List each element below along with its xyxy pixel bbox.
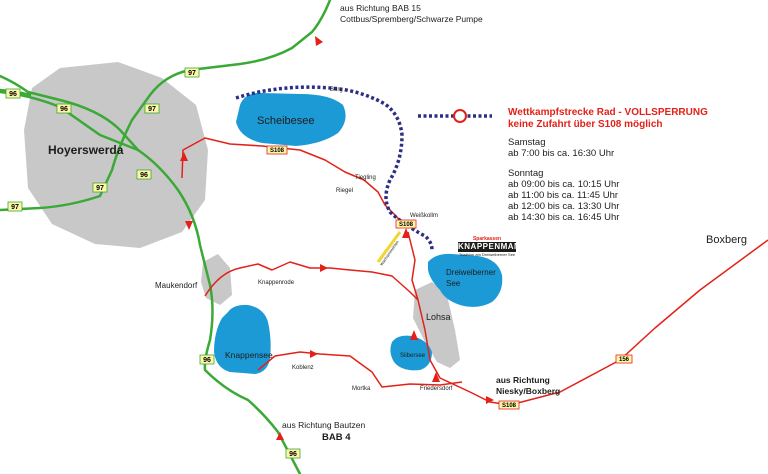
shield-b96-c: 96 <box>136 169 152 180</box>
legend-sunday-day: Sonntag <box>508 168 544 179</box>
shield-b97-b: 97 <box>144 103 160 114</box>
svg-text:96: 96 <box>60 106 68 113</box>
road-b97-north <box>0 0 332 212</box>
shield-s108-b: S108 <box>395 219 417 229</box>
svg-text:156: 156 <box>619 357 630 363</box>
svg-text:S108: S108 <box>502 403 517 409</box>
road-koblenz <box>257 351 463 388</box>
label-wachsenmuehlen: Wachsenmühlen <box>379 239 400 266</box>
road-knappenrode <box>204 261 419 301</box>
label-knappenrode: Knappenrode <box>258 280 295 286</box>
silbersee-lake <box>390 335 432 371</box>
legend-sunday-time-1: ab 09:00 bis ca. 10:15 Uhr <box>508 179 620 190</box>
shield-b96-b: 96 <box>56 103 72 114</box>
lohsa-area <box>413 282 460 368</box>
logo-main: KNAPPENMAN <box>458 242 521 252</box>
legend-closure-note: keine Zufahrt über S108 möglich <box>508 119 663 130</box>
road-b97-west <box>0 74 140 152</box>
legend-sunday-time-3: ab 12:00 bis ca. 13:30 Uhr <box>508 201 620 212</box>
svg-text:96: 96 <box>9 91 17 98</box>
shield-b96-e: 96 <box>285 448 301 459</box>
shield-b97-a: 97 <box>184 67 200 78</box>
arrow-south <box>276 432 284 440</box>
legend: Wettkampfstrecke Rad - VOLLSPERRUNG kein… <box>508 107 708 223</box>
legend-saturday-day: Samstag <box>508 137 546 148</box>
label-north-2: Cottbus/Spremberg/Schwarze Pumpe <box>340 14 483 24</box>
road-to-lohsa <box>407 231 768 406</box>
legend-sunday-time-4: ab 14:30 bis ca. 16:45 Uhr <box>508 212 620 223</box>
arrow-s108 <box>180 152 188 161</box>
logo-top: Sparkassen <box>472 236 502 242</box>
svg-text:96: 96 <box>289 451 297 458</box>
svg-text:S108: S108 <box>399 222 414 228</box>
arrow-friedersdorf <box>432 372 440 382</box>
svg-text:96: 96 <box>203 357 211 364</box>
shield-s108-c: S108 <box>498 400 520 410</box>
shield-b96-a: 96 <box>5 88 21 99</box>
shield-b96-d: 96 <box>199 354 215 365</box>
arrow-lohsa <box>410 330 418 340</box>
legend-sunday-time-2: ab 11:00 bis ca. 11:45 Uhr <box>508 190 619 201</box>
label-boxberg: Boxberg <box>706 234 747 246</box>
logo-sub: Triathlon am Dreiweiberner See <box>458 252 516 257</box>
label-north-1: aus Richtung BAB 15 <box>340 3 421 13</box>
race-route <box>235 85 434 251</box>
svg-text:97: 97 <box>188 70 196 77</box>
label-dreiweiberner-2: See <box>446 279 461 288</box>
shield-b97-d: 97 <box>7 201 23 212</box>
legend-closure-title: Wettkampfstrecke Rad - VOLLSPERRUNG <box>508 107 708 118</box>
label-east-2: Niesky/Boxberg <box>496 386 560 396</box>
label-knappensee: Knappensee <box>225 350 273 360</box>
arrow-knappenrode <box>320 264 328 272</box>
svg-text:97: 97 <box>148 106 156 113</box>
legend-saturday-time: ab 7:00 bis ca. 16:30 Uhr <box>508 148 615 159</box>
label-east-1: aus Richtung <box>496 375 550 385</box>
svg-text:97: 97 <box>11 204 19 211</box>
label-south-2: BAB 4 <box>322 432 351 443</box>
knappensee-lake <box>214 304 271 374</box>
label-maukendorf: Maukendorf <box>155 281 198 290</box>
label-dreiweiberner-1: Dreiweiberner <box>446 268 496 277</box>
arrow-lohsa-north <box>402 228 410 238</box>
label-hoyerswerda: Hoyerswerda <box>48 143 124 157</box>
label-weisskollm: Weißkollm <box>410 213 438 219</box>
label-koblenz: Koblenz <box>292 365 314 371</box>
svg-text:96: 96 <box>140 172 148 179</box>
legend-closure-marker <box>453 109 467 123</box>
arrow-east <box>486 396 494 404</box>
shield-b156: 156 <box>615 354 633 364</box>
label-south-1: aus Richtung Bautzen <box>282 420 365 430</box>
label-scheibesee: Scheibesee <box>257 115 315 127</box>
label-mortka: Mortka <box>352 386 371 392</box>
shield-s108-a: S108 <box>266 145 288 155</box>
arrow-road-b96 <box>185 221 193 230</box>
scheibesee-lake <box>236 92 346 146</box>
road-wachsenmuehlen <box>376 231 402 263</box>
label-friedersdorf: Friedersdorf <box>420 386 453 392</box>
maukendorf-area <box>201 254 232 305</box>
knappenman-logo: Sparkassen KNAPPENMAN Triathlon am Dreiw… <box>458 236 521 260</box>
arrow-koblenz <box>310 350 318 358</box>
label-tiegling: Tiegling <box>355 175 376 181</box>
label-burg: Burg <box>330 87 343 93</box>
road-s108-north <box>181 137 408 229</box>
shield-b97-c: 97 <box>92 182 108 193</box>
svg-text:97: 97 <box>96 185 104 192</box>
label-riegel: Riegel <box>336 188 353 194</box>
label-silbersee: Silbersee <box>400 353 426 359</box>
label-lohsa: Lohsa <box>426 312 451 322</box>
dreiweiberner-lake <box>428 253 503 307</box>
arrow-north <box>315 36 323 46</box>
svg-text:S108: S108 <box>270 148 285 154</box>
